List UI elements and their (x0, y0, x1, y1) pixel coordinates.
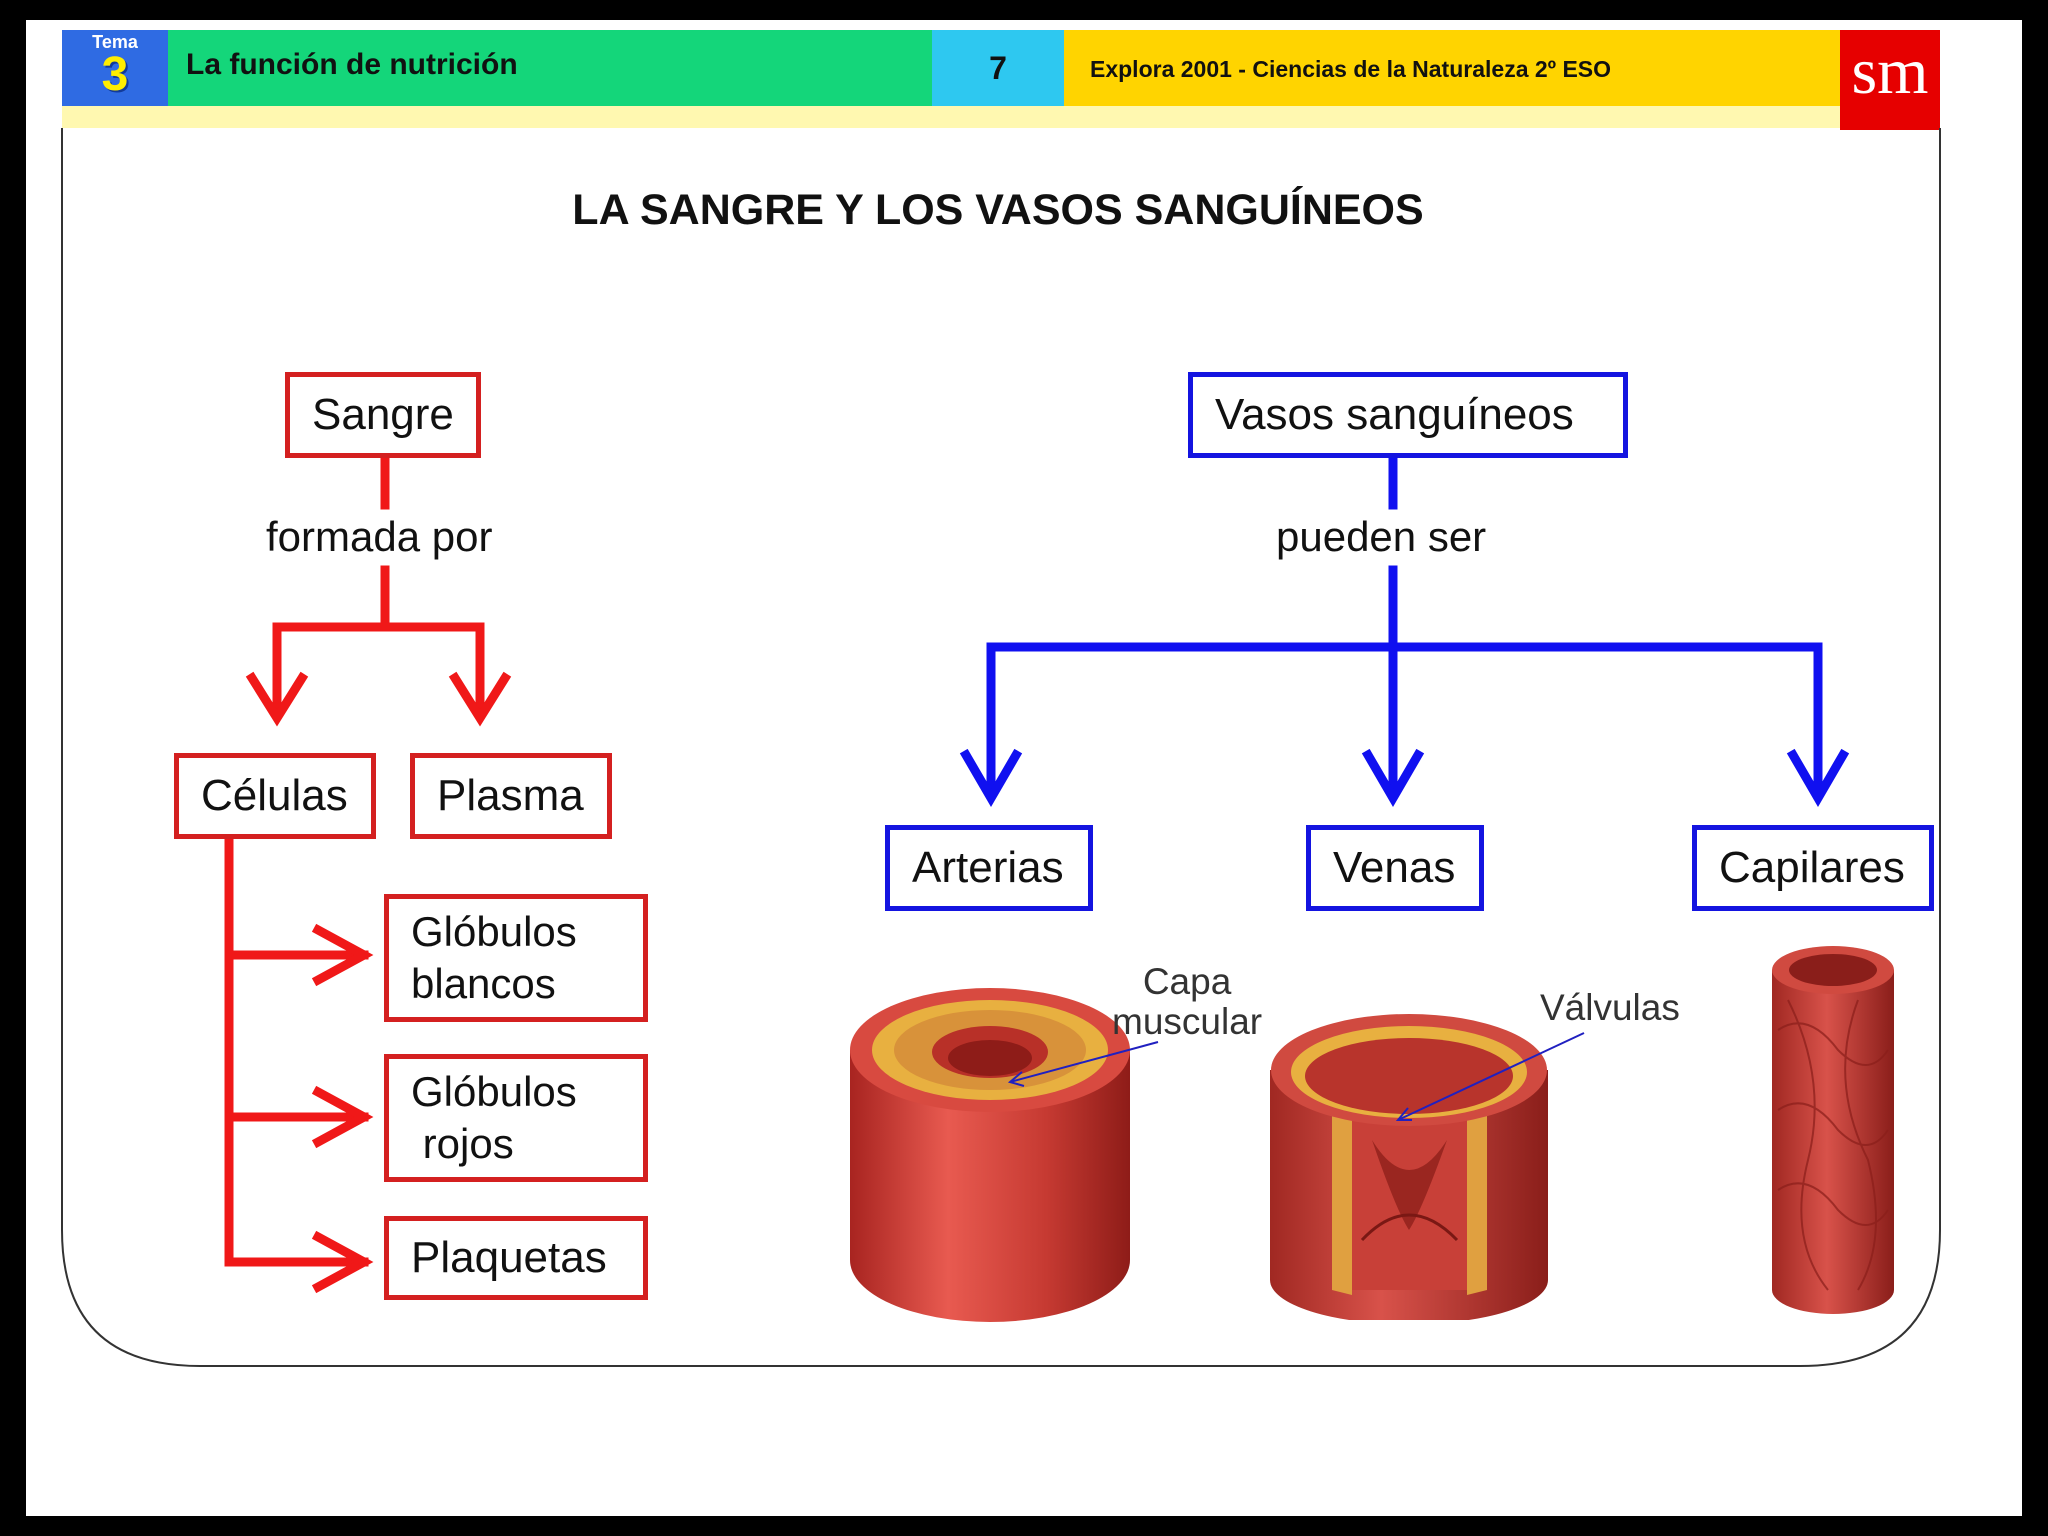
formada-por-label: formada por (266, 513, 493, 560)
artery-illustration (850, 988, 1130, 1322)
red-arrow-left (245, 671, 309, 727)
page-number-box: 7 (932, 30, 1064, 106)
pueden-ser-label: pueden ser (1276, 513, 1487, 560)
celulas-box: Células (174, 753, 376, 839)
capilares-box: Capilares (1692, 825, 1934, 911)
blue-arrow-c (1786, 748, 1850, 807)
sangre-box: Sangre (285, 372, 481, 458)
vasos-sanguineos-box: Vasos sanguíneos (1188, 372, 1628, 458)
plasma-box: Plasma (410, 753, 612, 839)
globulos-rojos-box: Glóbulos rojos (384, 1054, 648, 1182)
vein-illustration (1270, 1014, 1548, 1320)
blue-arrow-a (959, 748, 1023, 807)
globulos-blancos-box: Glóbulos blancos (384, 894, 648, 1022)
slide-frame (61, 128, 1941, 1367)
valvulas-arrowhead (1395, 1107, 1412, 1121)
tema-number: 3 (101, 48, 129, 101)
capa-muscular-label: Capa muscular (1112, 961, 1263, 1042)
red-arrow-c2 (311, 1085, 374, 1149)
header-underline (62, 106, 1840, 128)
red-arrow-c3 (311, 1230, 374, 1294)
globulos-blancos-label: Glóbulos blancos (411, 908, 577, 1007)
unit-title: La función de nutrición (186, 48, 518, 81)
page-title: LA SANGRE Y LOS VASOS SANGUÍNEOS (572, 186, 1424, 234)
valvulas-label: Válvulas (1540, 987, 1680, 1028)
plaquetas-box: Plaquetas (384, 1216, 648, 1300)
book-title: Explora 2001 - Ciencias de la Naturaleza… (1090, 56, 1612, 82)
arterias-box: Arterias (885, 825, 1093, 911)
logo-text: sm (1851, 35, 1929, 108)
venas-box: Venas (1306, 825, 1484, 911)
publisher-logo: sm (1840, 30, 1940, 130)
book-title-bar: Explora 2001 - Ciencias de la Naturaleza… (1064, 30, 1840, 106)
tema-badge: Tema 3 (62, 30, 168, 106)
valvulas-pointer (1397, 1032, 1585, 1121)
red-arrow-right (448, 671, 512, 727)
blue-arrow-v (1361, 748, 1425, 807)
capillary-illustration (1772, 946, 1894, 1314)
unit-title-bar: La función de nutrición (168, 30, 932, 106)
globulos-rojos-label: Glóbulos rojos (411, 1068, 577, 1167)
capa-arrowhead (1007, 1071, 1025, 1087)
red-arrow-c1 (311, 923, 374, 987)
page-number: 7 (989, 50, 1007, 86)
tema-label: Tema (92, 32, 138, 52)
capa-pointer (1009, 1041, 1159, 1083)
